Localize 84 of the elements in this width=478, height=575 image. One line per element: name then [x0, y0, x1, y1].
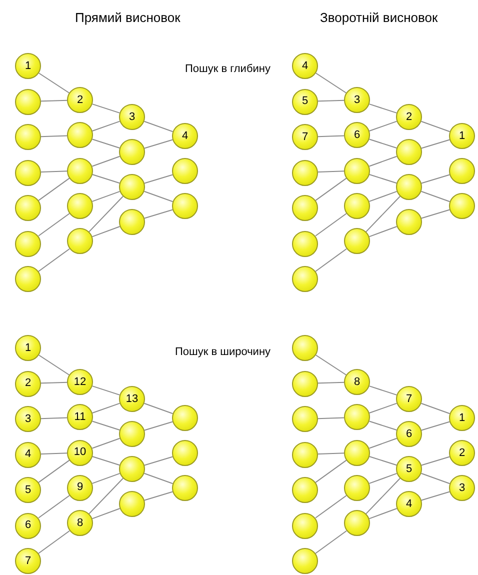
connector-line [420, 209, 450, 219]
connector-line [368, 226, 398, 238]
connector-line [368, 386, 398, 396]
connector-line [92, 456, 120, 466]
connector-line [318, 170, 344, 173]
connector-line [144, 120, 174, 132]
connector-line [92, 174, 120, 184]
connector-line [144, 174, 174, 184]
connector-line [144, 491, 174, 501]
connector-line [92, 472, 120, 484]
connector-line [40, 452, 68, 455]
connector-line [368, 420, 398, 431]
connector-line [315, 213, 347, 236]
connector-line [88, 196, 124, 232]
connector-line [92, 190, 120, 202]
connector-line [40, 382, 68, 384]
connector-line [318, 382, 344, 384]
connector-line [92, 120, 120, 132]
connector-line [92, 420, 120, 431]
column-heading: Зворотній висновок [320, 9, 438, 27]
connector-line [368, 508, 398, 520]
connector-line [318, 417, 344, 420]
connector-line [368, 402, 398, 414]
connector-line [315, 354, 347, 376]
column-heading: Прямий висновок [75, 9, 180, 27]
connector-line [144, 456, 174, 466]
connector-line [88, 478, 124, 514]
connector-line [144, 190, 174, 202]
connector-line [92, 104, 120, 114]
connector-line [92, 438, 120, 449]
connector-line [315, 530, 347, 554]
connector-line [315, 248, 347, 272]
connector-line [38, 72, 70, 94]
connector-line [92, 508, 120, 520]
connector-line [38, 460, 70, 483]
connector-line [92, 138, 120, 149]
connector-line [368, 456, 398, 466]
connector-line [315, 460, 347, 483]
connector-line [144, 139, 174, 149]
connector-line [368, 438, 398, 449]
connector-line [92, 402, 120, 414]
connector-line [368, 190, 398, 202]
connector-line [368, 138, 398, 149]
connector-line [38, 530, 70, 554]
connector-line [368, 472, 398, 484]
connector-line [40, 100, 68, 102]
connector-line [318, 135, 344, 138]
connector-line [368, 120, 398, 132]
connector-line [315, 495, 347, 518]
connector-line [366, 478, 400, 514]
connector-line [40, 170, 68, 173]
connector-line [144, 209, 174, 219]
connector-line [420, 491, 450, 501]
connector-line [420, 456, 450, 466]
connector-line [144, 402, 174, 414]
connector-line [315, 178, 347, 201]
section-label: Пошук в глибину [185, 62, 270, 77]
connector-line [420, 174, 450, 184]
connector-line [420, 190, 450, 202]
connector-line [38, 248, 70, 272]
connector-line [92, 386, 120, 396]
connector-line [92, 156, 120, 167]
connector-line [144, 472, 174, 484]
section-label: Пошук в широчину [175, 345, 271, 360]
connector-line [38, 178, 70, 201]
connector-line [368, 156, 398, 167]
connector-line [368, 174, 398, 184]
connector-line [420, 139, 450, 149]
connector-line [368, 104, 398, 114]
connector-line [144, 421, 174, 431]
connector-line [420, 120, 450, 132]
connector-line [315, 72, 347, 94]
connector-line [420, 421, 450, 431]
connector-line [420, 402, 450, 414]
connector-line [38, 495, 70, 518]
connector-line [366, 196, 400, 232]
connector-line [40, 135, 68, 138]
connector-line [38, 213, 70, 236]
connector-line [318, 100, 344, 102]
connector-line [420, 472, 450, 484]
connector-line [38, 354, 70, 376]
connector-line [92, 226, 120, 238]
connector-line [40, 417, 68, 420]
connector-line [318, 452, 344, 455]
